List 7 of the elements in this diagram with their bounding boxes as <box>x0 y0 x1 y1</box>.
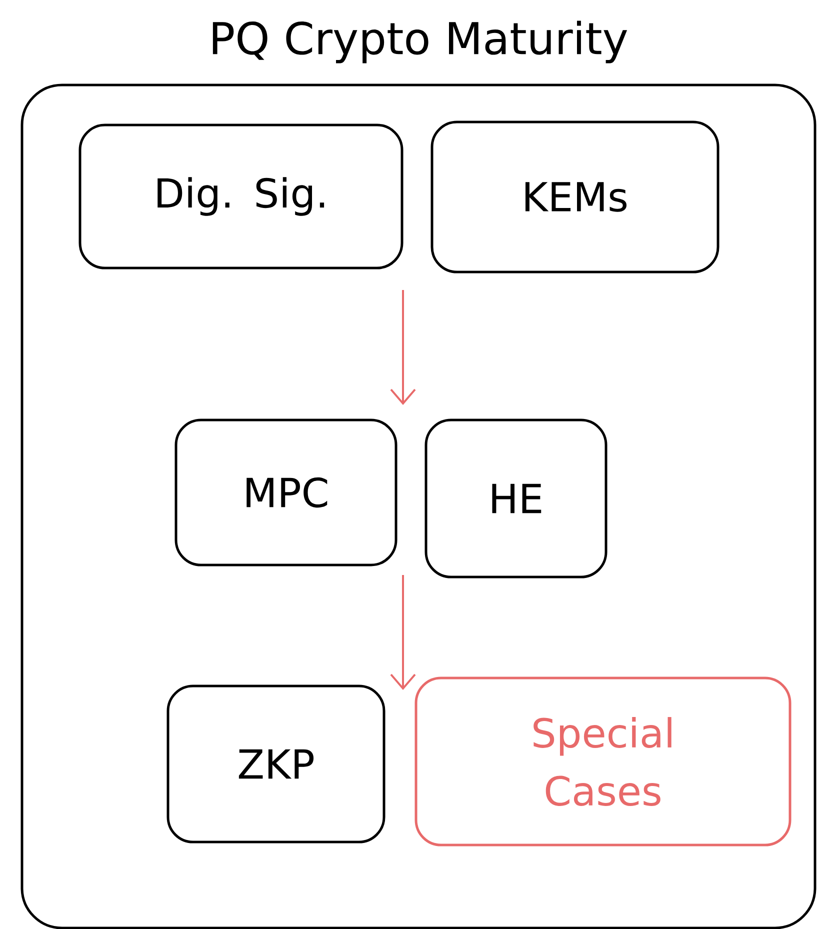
process-box: KEMs <box>430 120 720 274</box>
process-box: ZKP <box>166 684 386 844</box>
process-box: Special Cases <box>414 676 792 846</box>
process-box: MPC <box>174 418 398 566</box>
node-label: PQ Crypto Maturity <box>212 20 628 64</box>
process-box: Dig. Sig. <box>78 124 404 270</box>
process-box: HE <box>424 418 608 578</box>
